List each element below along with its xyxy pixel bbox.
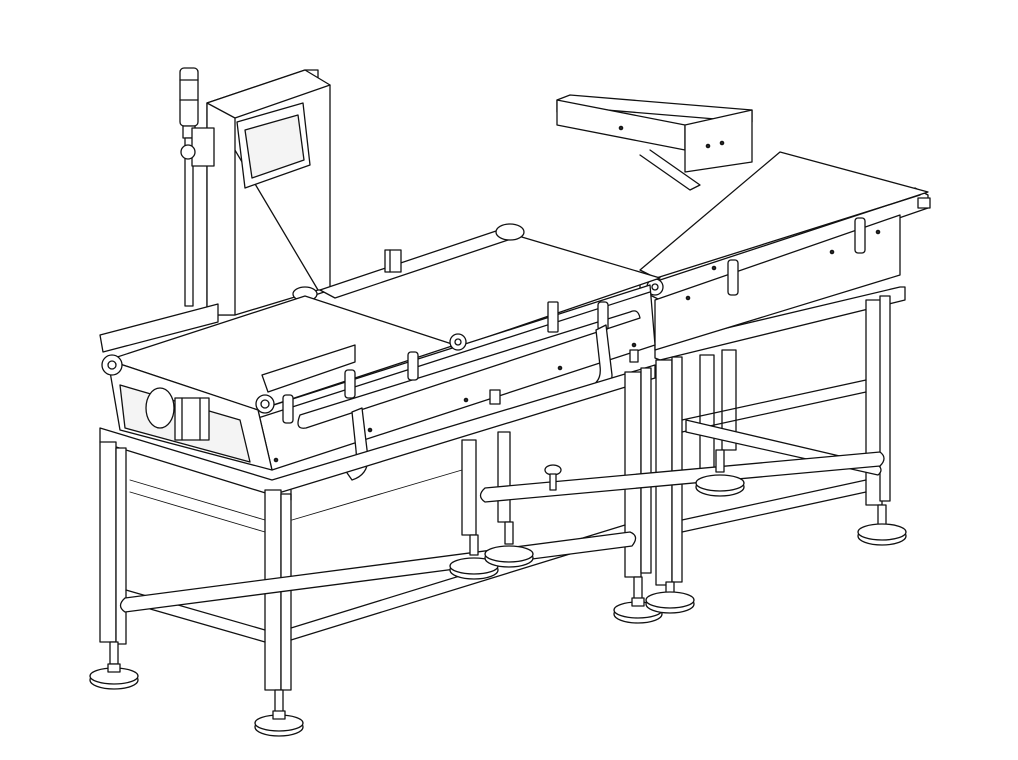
control-cabinet (179, 67, 331, 316)
foot-mid-rear-a (449, 534, 499, 580)
adjust-knob (544, 464, 562, 491)
foot-right-front (645, 581, 695, 614)
foot-front-middle (254, 689, 304, 737)
foot-mid-rear-b (484, 521, 534, 568)
main-conveyor (99, 223, 661, 481)
foot-front-left (89, 641, 139, 690)
reject-conveyor-section (556, 94, 931, 586)
signal-tower (179, 67, 215, 307)
touchscreen-panel (236, 102, 311, 189)
front-crossbar (119, 531, 637, 613)
levelling-feet (89, 449, 907, 737)
foot-right-rear-b (857, 504, 907, 546)
guide-rail (297, 310, 641, 429)
foot-right-rear-a (695, 449, 745, 497)
overhead-sensor-bracket (556, 94, 753, 191)
drive-motor (145, 387, 210, 441)
right-conveyor-body (639, 151, 931, 351)
rear-crossbar (479, 451, 885, 503)
